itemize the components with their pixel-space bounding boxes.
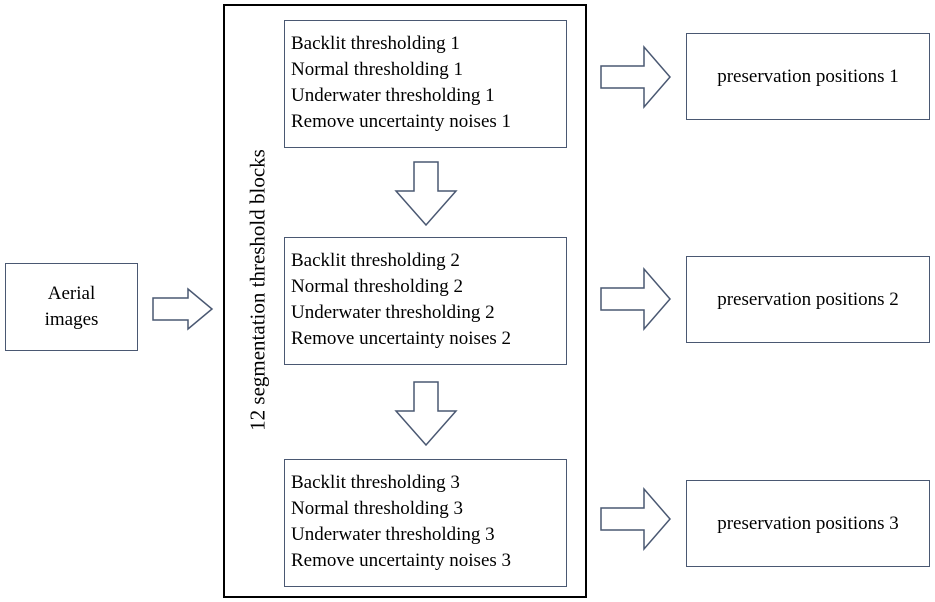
- threshold-stage-3: Backlit thresholding 3 Normal thresholdi…: [284, 459, 567, 587]
- output-arrow-2: [600, 266, 671, 332]
- output-arrow-1: [600, 44, 671, 110]
- container-label: 12 segmentation threshold blocks: [245, 149, 270, 431]
- input-arrow: [152, 287, 214, 331]
- stage-3-line-2: Normal thresholding 3: [291, 498, 464, 519]
- stage-2-line-1: Backlit thresholding 2: [291, 250, 460, 271]
- input-label-line-2: images: [44, 309, 99, 330]
- threshold-stage-2: Backlit thresholding 2 Normal thresholdi…: [284, 237, 567, 365]
- stage-1-line-2: Normal thresholding 1: [291, 59, 464, 80]
- down-arrow-2: [394, 381, 458, 447]
- stage-3-line-4: Remove uncertainty noises 3: [291, 550, 512, 571]
- output-label-1: preservation positions 1: [717, 65, 899, 87]
- stage-2-line-2: Normal thresholding 2: [291, 276, 464, 297]
- down-arrow-1: [394, 161, 458, 227]
- stage-1-line-3: Underwater thresholding 1: [291, 85, 495, 106]
- output-label-3: preservation positions 3: [717, 512, 899, 534]
- output-box-2: preservation positions 2: [686, 256, 930, 343]
- input-label-line-1: Aerial: [47, 283, 96, 304]
- input-box: Aerial images: [5, 263, 138, 351]
- output-label-2: preservation positions 2: [717, 288, 899, 310]
- stage-2-line-3: Underwater thresholding 2: [291, 302, 495, 323]
- stage-3-line-1: Backlit thresholding 3: [291, 472, 460, 493]
- output-box-1: preservation positions 1: [686, 33, 930, 120]
- stage-1-line-4: Remove uncertainty noises 1: [291, 111, 512, 132]
- stage-1-line-1: Backlit thresholding 1: [291, 33, 460, 54]
- output-box-3: preservation positions 3: [686, 480, 930, 567]
- stage-3-line-3: Underwater thresholding 3: [291, 524, 495, 545]
- output-arrow-3: [600, 486, 671, 552]
- threshold-stage-1: Backlit thresholding 1 Normal thresholdi…: [284, 20, 567, 148]
- stage-2-line-4: Remove uncertainty noises 2: [291, 328, 512, 349]
